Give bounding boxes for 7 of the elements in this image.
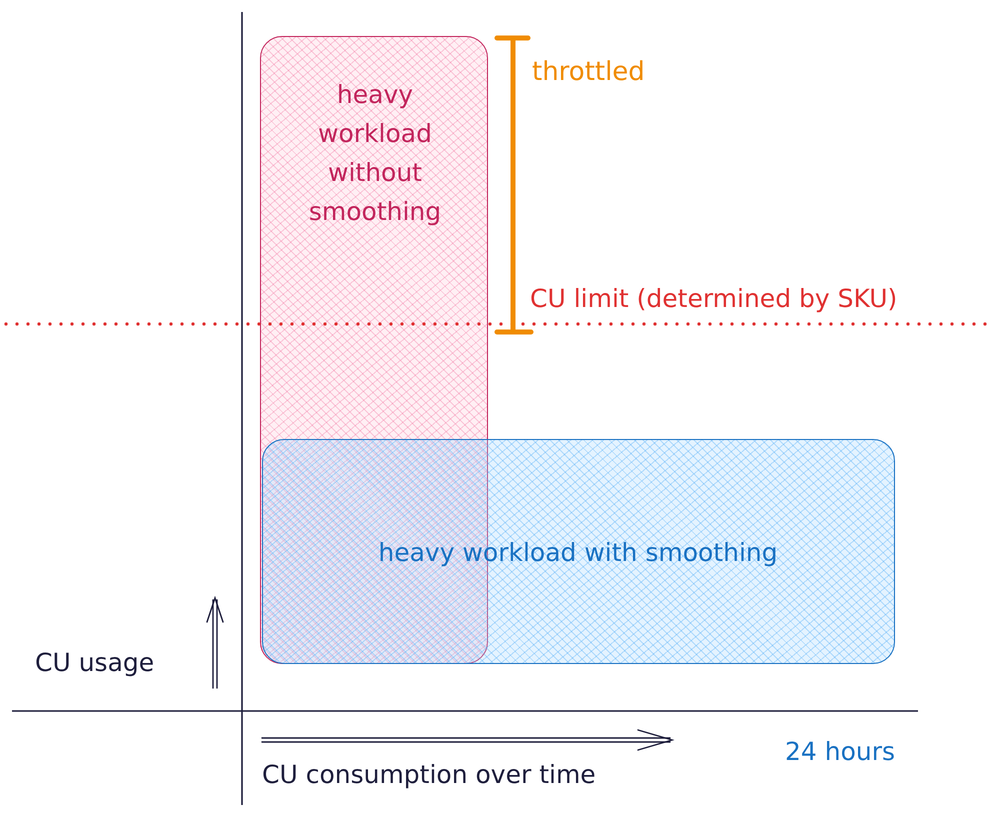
axis-label: CU consumption over time	[262, 760, 596, 790]
duration-label: 24 hours	[785, 737, 896, 767]
bracket-label: throttled	[532, 57, 645, 87]
bar-label: heavy workload without smoothing	[308, 79, 442, 228]
hatched-bar	[262, 439, 895, 664]
axis-label: CU usage	[35, 648, 154, 678]
limit-label: CU limit (determined by SKU)	[530, 284, 898, 314]
